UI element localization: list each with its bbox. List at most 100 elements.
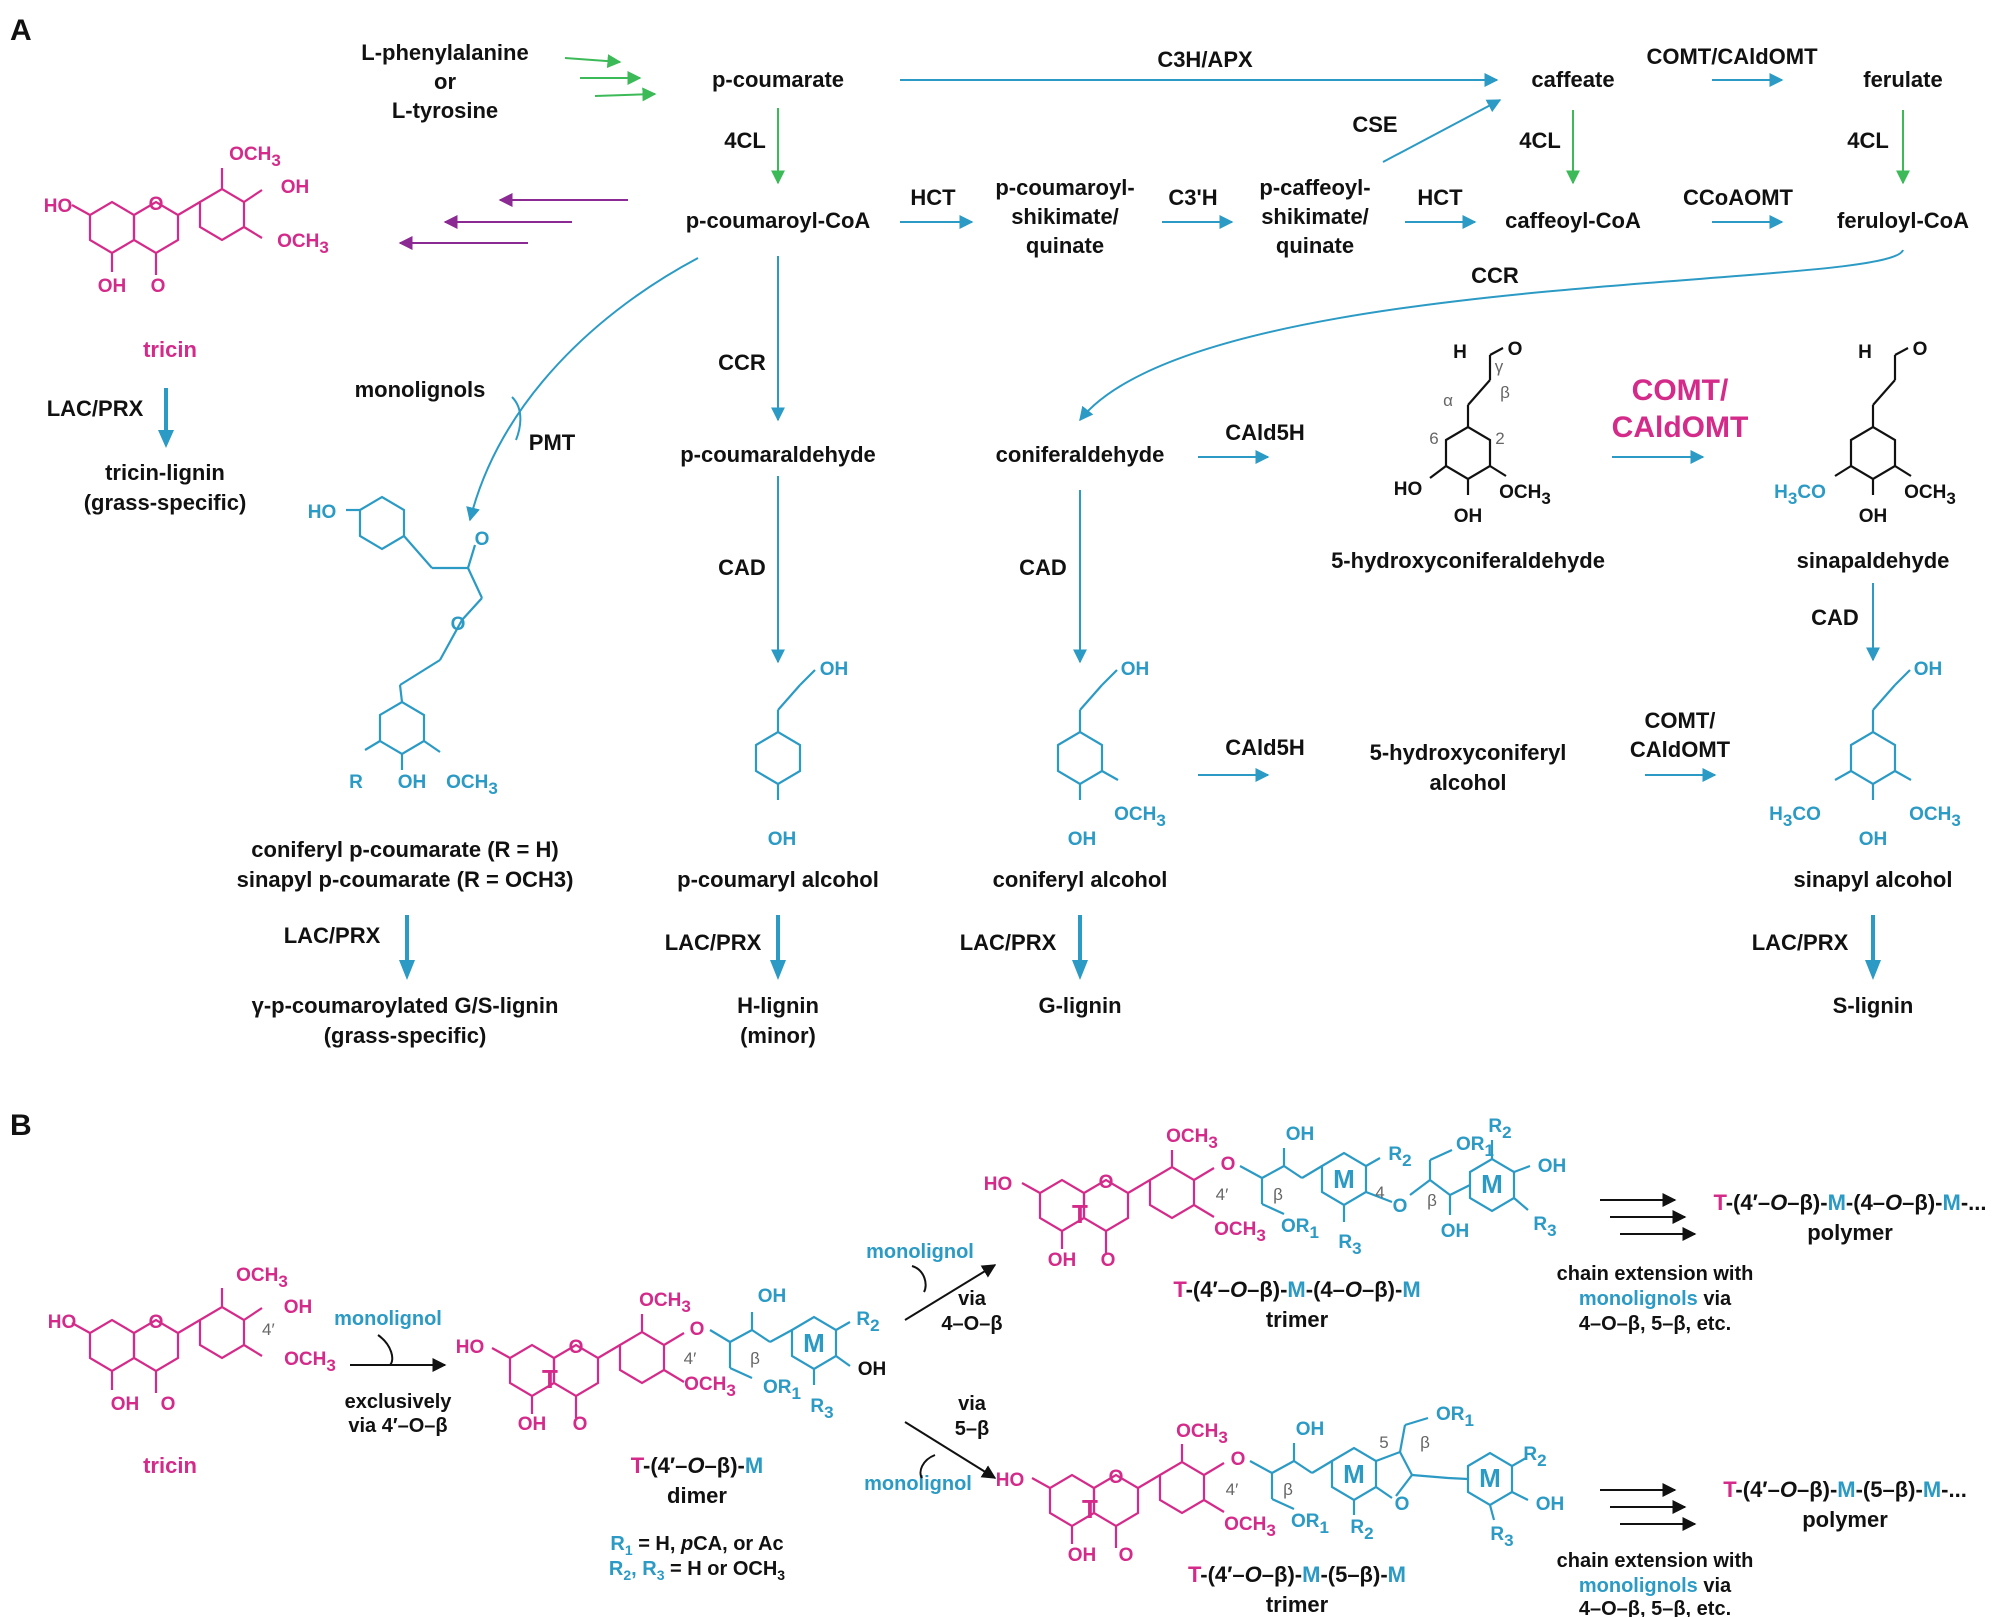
svg-text:O: O	[149, 194, 164, 215]
svg-text:4′: 4′	[1216, 1185, 1229, 1204]
via-bottom-l2: 5–β	[955, 1418, 989, 1440]
svg-text:OCH3: OCH3	[639, 1290, 691, 1316]
svg-text:R2: R2	[856, 1309, 879, 1335]
svg-text:β: β	[1420, 1433, 1430, 1452]
enzyme-cse: CSE	[1352, 112, 1397, 137]
svg-text:OH: OH	[1859, 829, 1888, 850]
svg-text:O: O	[149, 1312, 164, 1333]
enzyme-comt-small-l2: CAldOMT	[1630, 737, 1731, 762]
enzyme-lac-prx-4: LAC/PRX	[1752, 930, 1849, 955]
svg-text:O: O	[151, 276, 166, 297]
svg-text:M: M	[1481, 1169, 1503, 1199]
conjugate-l2: sinapyl p-coumarate (R = OCH3)	[237, 867, 574, 892]
trimer2-position-labels: 4′ β 5 β	[1226, 1433, 1430, 1499]
feruloyl-coa: feruloyl-CoA	[1837, 208, 1969, 233]
p-coumaryl-alcohol-atoms: OH OH	[768, 659, 849, 850]
svg-text:O: O	[569, 1337, 584, 1358]
svg-text:O: O	[1109, 1467, 1124, 1488]
exclusive-l1: exclusively	[345, 1391, 453, 1413]
svg-text:M: M	[1333, 1164, 1355, 1194]
svg-text:OH: OH	[281, 177, 310, 198]
svg-text:O: O	[451, 614, 466, 635]
purple-arrows	[398, 193, 628, 250]
shikimate2-l2: shikimate/	[1261, 204, 1369, 229]
svg-text:6: 6	[1429, 429, 1438, 448]
monolignol-label-3: monolignol	[864, 1473, 972, 1495]
lignin-arrows	[158, 388, 1881, 980]
svg-text:4: 4	[1375, 1183, 1384, 1202]
svg-text:OR1: OR1	[1281, 1216, 1319, 1242]
l-phenylalanine: L-phenylalanine	[361, 40, 528, 65]
svg-text:HO: HO	[984, 1174, 1013, 1195]
dimer-labels: T-(4′–O–β)-M dimer R1 = H, pCA, or Ac R2…	[609, 1453, 785, 1583]
enzyme-cad-3: CAD	[1811, 605, 1859, 630]
svg-text:OH: OH	[1454, 506, 1483, 527]
svg-text:O: O	[1395, 1494, 1410, 1515]
h-lignin-l2: (minor)	[740, 1023, 816, 1048]
svg-text:β: β	[1427, 1191, 1437, 1210]
trimer1-label: trimer	[1266, 1307, 1329, 1332]
tricin-atoms-a: HO O OH O OCH3 OH OCH3	[44, 144, 329, 297]
svg-text:OR1: OR1	[1456, 1134, 1494, 1160]
trimer2-labels: T-(4′–O–β)-M-(5–β)-M trimer	[1188, 1562, 1406, 1617]
enzyme-cad-1: CAD	[718, 555, 766, 580]
coniferyl-alcohol: coniferyl alcohol	[993, 867, 1168, 892]
svg-text:OH: OH	[1859, 506, 1888, 527]
dimer-tricin-part	[491, 1314, 685, 1418]
hydroxyconiferyl-l2: alcohol	[1429, 770, 1506, 795]
svg-text:HO: HO	[44, 196, 73, 217]
svg-text:OCH3: OCH3	[1904, 482, 1956, 508]
enzyme-cad-2: CAD	[1019, 555, 1067, 580]
chain-bottom-l2: monolignols via	[1579, 1575, 1732, 1597]
svg-text:O: O	[1508, 339, 1523, 360]
enzyme-4cl-2: 4CL	[1519, 128, 1561, 153]
svg-text:5: 5	[1379, 1433, 1388, 1452]
conjugate-l1: coniferyl p-coumarate (R = H)	[251, 837, 558, 862]
svg-text:M: M	[1343, 1459, 1365, 1489]
svg-text:OCH3: OCH3	[1176, 1421, 1228, 1447]
svg-text:OH: OH	[1441, 1221, 1470, 1242]
enzyme-ccr-long: CCR	[1471, 263, 1519, 288]
svg-text:H3CO: H3CO	[1769, 804, 1821, 830]
enzyme-comt-caldomt-top: COMT/CAldOMT	[1646, 44, 1818, 69]
enzyme-ccr: CCR	[718, 350, 766, 375]
svg-text:HO: HO	[1394, 479, 1423, 500]
svg-text:M: M	[803, 1328, 825, 1358]
sinapaldehyde: sinapaldehyde	[1797, 548, 1950, 573]
svg-text:2: 2	[1495, 429, 1504, 448]
svg-text:O: O	[1101, 1250, 1116, 1271]
svg-text:OCH3: OCH3	[446, 772, 498, 798]
monolignol-label-1: monolignol	[334, 1308, 442, 1330]
ferulate: ferulate	[1863, 67, 1942, 92]
enzyme-cald5h-2: CAld5H	[1225, 735, 1304, 760]
trimer1-position-labels: 4′ β 4 β	[1216, 1183, 1437, 1210]
coumarate-conjugate-structure	[346, 495, 483, 770]
g-lignin: G-lignin	[1038, 993, 1121, 1018]
hydroxyconiferaldehyde-positions: γ β α 6 2	[1429, 357, 1510, 448]
arrow-to-trimer1	[904, 1264, 997, 1321]
svg-text:O: O	[161, 1394, 176, 1415]
polymer-bottom: T-(4′–O–β)-M-(5–β)-M-... polymer chain e…	[1557, 1477, 1967, 1617]
svg-text:OH: OH	[1286, 1124, 1315, 1145]
hydroxyconiferaldehyde-structure	[1429, 347, 1507, 495]
shikimate1-l1: p-coumaroyl-	[995, 175, 1134, 200]
svg-text:M: M	[1479, 1463, 1501, 1493]
svg-text:O: O	[1099, 1172, 1114, 1193]
svg-text:OH: OH	[398, 772, 427, 793]
svg-text:OH: OH	[858, 1359, 887, 1380]
svg-text:OCH3: OCH3	[1909, 804, 1961, 830]
enzyme-cald5h-1: CAld5H	[1225, 420, 1304, 445]
p-coumaryl-alcohol-structure	[754, 669, 816, 800]
trimer1-name: T-(4′–O–β)-M-(4–O–β)-M	[1173, 1277, 1420, 1302]
svg-text:HO: HO	[996, 1470, 1025, 1491]
enzyme-pmt: PMT	[529, 430, 576, 455]
svg-text:H: H	[1858, 342, 1872, 363]
caffeate: caffeate	[1531, 67, 1614, 92]
svg-text:H3CO: H3CO	[1774, 482, 1826, 508]
chain-arrows-top	[1600, 1193, 1697, 1241]
svg-text:4′: 4′	[1226, 1480, 1239, 1499]
shikimate1-l2: shikimate/	[1011, 204, 1119, 229]
s-lignin: S-lignin	[1833, 993, 1914, 1018]
